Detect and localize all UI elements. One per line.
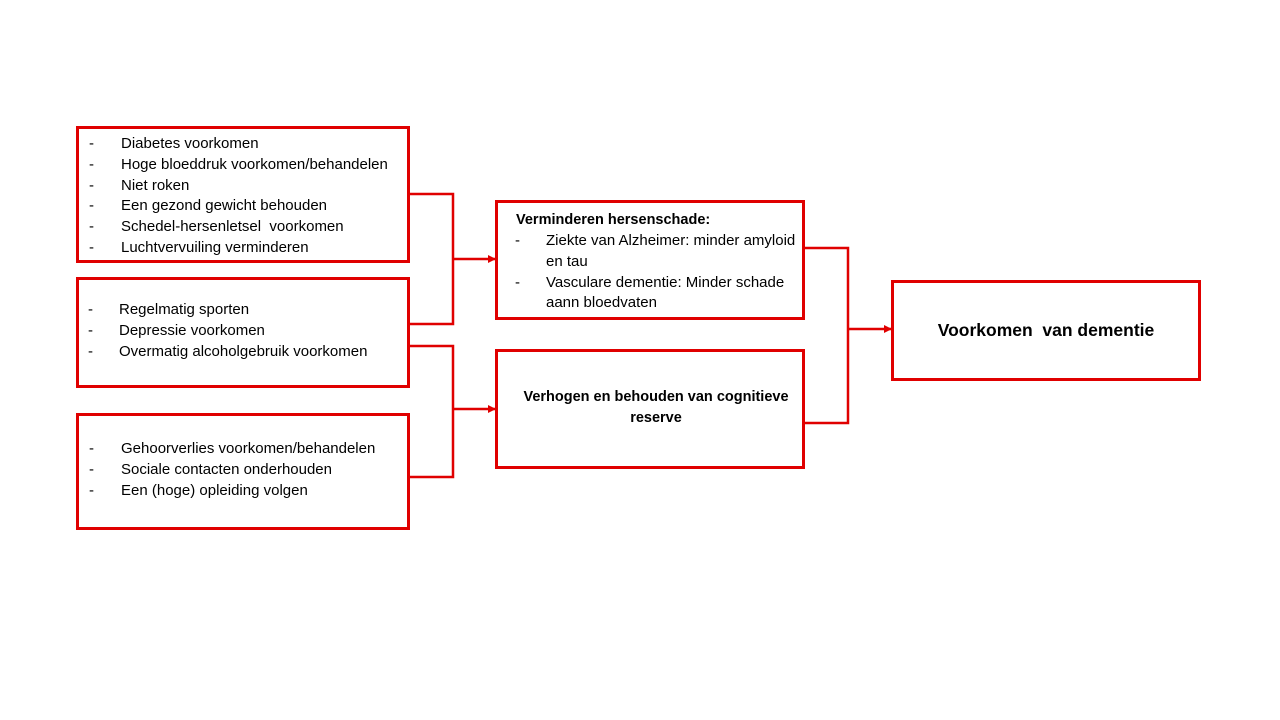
- cognitive-reserve-label: Verhogen en behouden van cognitieve rese…: [523, 389, 789, 426]
- list-item-text: Schedel-hersenletsel voorkomen: [121, 218, 344, 236]
- list-item-text: Niet roken: [121, 176, 190, 194]
- list-dash: -: [89, 135, 94, 152]
- risk-factors-box-2: - Regelmatig sporten - Depressie voorkomen…: [76, 277, 410, 388]
- list-item: - Een (hoge) opleiding volgen: [89, 481, 375, 502]
- list-item: - Overmatig alcoholgebruik voorkomen: [88, 342, 367, 363]
- list-dash: -: [89, 460, 94, 478]
- list-item: - Diabetes voorkomen: [89, 134, 388, 155]
- list-dash: -: [89, 481, 94, 499]
- cognitive-reserve-box: Verhogen en behouden van cognitieve rese…: [495, 349, 805, 469]
- list-item: - Sociale contacten onderhouden: [89, 460, 375, 481]
- list-item-text: Depressie voorkomen: [119, 321, 265, 339]
- list-item-text: Luchtvervuiling verminderen: [121, 238, 309, 256]
- connector-brain-damage-to-merge: [805, 246, 850, 329]
- list-dash: -: [89, 197, 94, 215]
- brain-damage-heading: Verminderen hersenschade:: [516, 212, 711, 228]
- risk-factors-box-1: - Diabetes voorkomen - Hoge bloeddruk voor…: [76, 126, 410, 263]
- list-item: - Depressie voorkomen: [88, 321, 367, 342]
- list-item-text: Overmatig alcoholgebruik voorkomen: [119, 342, 368, 360]
- list-item: - Hoge bloeddruk voorkomen/behandelen: [89, 155, 388, 176]
- risk-factors-list-2: - Regelmatig sporten - Depressie voorkomen…: [88, 300, 367, 362]
- list-dash: -: [89, 440, 94, 457]
- connector-group-1-to-merge: [410, 192, 455, 259]
- brain-damage-box: Verminderen hersenschade: - Ziekte van Al…: [495, 200, 805, 320]
- list-dash: -: [88, 301, 93, 318]
- list-item: - Gehoorverlies voorkomen/behandelen: [89, 439, 375, 460]
- list-item-text: Hoge bloeddruk voorkomen/behandelen: [121, 155, 388, 173]
- list-dash: -: [88, 321, 93, 339]
- connector-group-3-to-merge: [410, 409, 455, 479]
- list-item-text: Diabetes voorkomen: [121, 135, 259, 152]
- list-item-text: Sociale contacten onderhouden: [121, 460, 332, 478]
- list-item-text: Een (hoge) opleiding volgen: [121, 481, 308, 499]
- list-item-text: Een gezond gewicht behouden: [121, 197, 328, 215]
- list-item: - Een gezond gewicht behouden: [89, 196, 388, 217]
- outcome-label: Voorkomen van dementie: [937, 320, 1155, 340]
- brain-damage-list: - Ziekte van Alzheimer: minder amyloid en…: [515, 231, 801, 314]
- list-item-text: Vasculare dementie: Minder schade aann b…: [546, 273, 785, 312]
- list-item: - Regelmatig sporten: [88, 300, 367, 321]
- list-dash: -: [89, 155, 94, 173]
- risk-factors-list-1: - Diabetes voorkomen - Hoge bloeddruk voor…: [89, 134, 388, 259]
- list-dash: -: [515, 232, 520, 249]
- list-item: - Ziekte van Alzheimer: minder amyloid en…: [515, 231, 801, 273]
- list-item-text: Gehoorverlies voorkomen/behandelen: [121, 440, 376, 457]
- connector-group-2-bottom-to-merge: [410, 344, 455, 409]
- risk-factors-list-3: - Gehoorverlies voorkomen/behandelen - Soc…: [89, 439, 375, 501]
- list-item-text: Ziekte van Alzheimer: minder amyloid en …: [546, 232, 796, 270]
- list-dash: -: [89, 176, 94, 194]
- connector-cognitive-reserve-to-merge: [805, 329, 850, 425]
- outcome-box: Voorkomen van dementie: [891, 280, 1201, 381]
- list-item: - Vasculare dementie: Minder schade aann …: [515, 273, 801, 315]
- list-item: - Niet roken: [89, 176, 388, 197]
- list-item: - Schedel-hersenletsel voorkomen: [89, 217, 388, 238]
- list-dash: -: [89, 238, 94, 256]
- list-dash: -: [88, 342, 93, 360]
- risk-factors-box-3: - Gehoorverlies voorkomen/behandelen - Soc…: [76, 413, 410, 530]
- list-item-text: Regelmatig sporten: [119, 301, 250, 318]
- list-dash: -: [89, 218, 94, 236]
- list-dash: -: [515, 273, 520, 291]
- list-item: - Luchtvervuiling verminderen: [89, 238, 388, 259]
- connector-group-2-top-to-merge: [410, 259, 455, 326]
